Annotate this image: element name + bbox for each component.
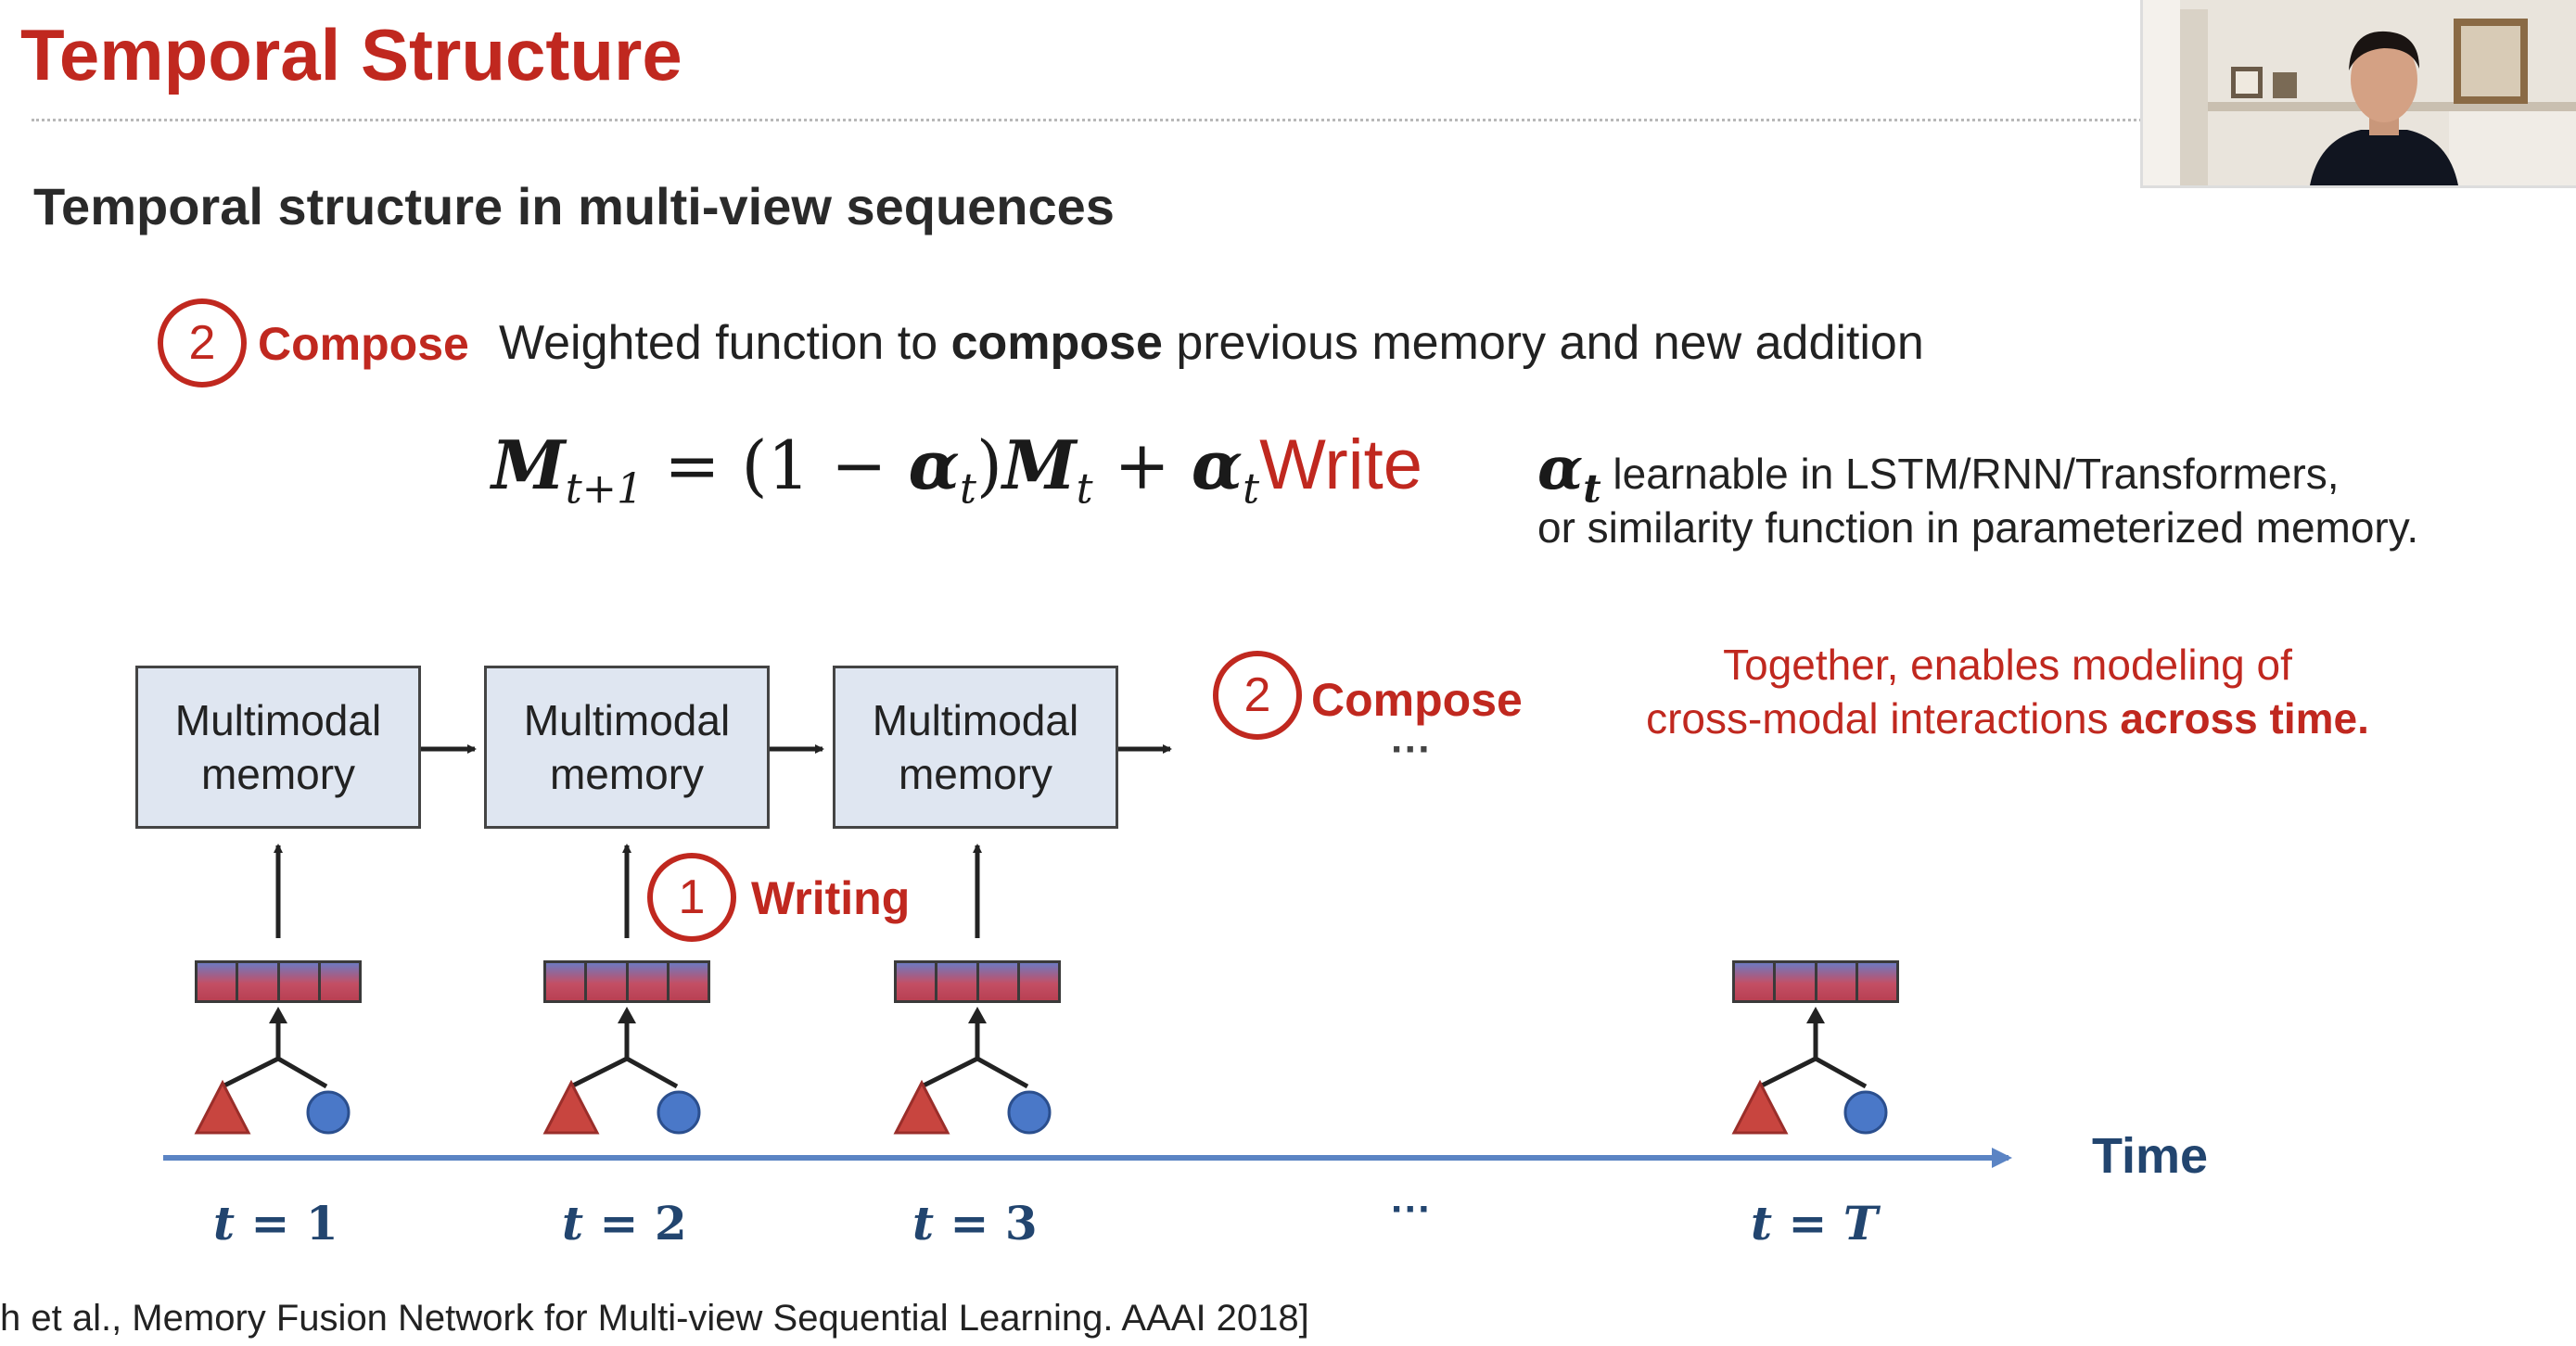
eq-lhs-sub: t+1 [565, 464, 644, 514]
eq-lhs: M [491, 425, 566, 504]
slide-subtitle: Temporal structure in multi-view sequenc… [33, 177, 1115, 235]
diagram-compose-label: Compose [1311, 674, 1523, 726]
timestep-val: T [1843, 1196, 1879, 1251]
eq-equals: = (1 − [643, 426, 909, 504]
memory-box-line2: memory [898, 750, 1053, 798]
compose-description: Weighted function to compose previous me… [499, 315, 1924, 371]
timestep-var: t [562, 1196, 584, 1251]
eq-close: ) [976, 426, 1002, 504]
alpha-note-sub: t [1583, 465, 1601, 512]
together-line2-pre: cross-modal interactions [1646, 694, 2121, 743]
writing-badge: 1 [647, 853, 736, 942]
alpha-note-line1: αt learnable in LSTM/RNN/Transformers, [1537, 434, 2340, 512]
together-note: Together, enables modeling of cross-moda… [1521, 638, 2494, 745]
eq-m-sub: t [1076, 464, 1093, 514]
compose-desc-post: previous memory and new addition [1162, 316, 1924, 370]
feature-vector-T [1732, 960, 1899, 1003]
circle-modality-icons [306, 1090, 1888, 1135]
memory-box-line1: Multimodal [523, 696, 731, 744]
compose-desc-bold: compose [950, 316, 1163, 370]
title-divider [32, 119, 2142, 121]
eq-alpha2-sub: t [1243, 464, 1260, 514]
together-line2-bold: across time. [2120, 694, 2369, 743]
step-badge-compose: 2 [158, 298, 247, 387]
alpha-note-symbol: α [1537, 434, 1584, 503]
eq-write: Write [1259, 425, 1422, 504]
memory-box-line2: memory [200, 750, 356, 798]
citation: h et al., Memory Fusion Network for Mult… [0, 1298, 1309, 1339]
timestep-eq: = [235, 1196, 306, 1251]
presenter-webcam [2140, 0, 2576, 188]
timestep-val: 3 [1004, 1196, 1038, 1251]
memory-update-equation: Mt+1 = (1 − αt)Mt + αtWrite [491, 425, 1422, 514]
timestep-val: 2 [654, 1196, 687, 1251]
feature-vector-1 [195, 960, 362, 1003]
memory-box-line1: Multimodal [174, 696, 382, 744]
triangle-modality-icons [194, 1079, 1789, 1135]
timestep-var: t [213, 1196, 236, 1251]
eq-plus: + [1092, 426, 1192, 504]
feature-vector-2 [543, 960, 710, 1003]
eq-alpha-sub: t [959, 464, 976, 514]
timestep-eq: = [934, 1196, 1005, 1251]
compose-desc-pre: Weighted function to [499, 316, 951, 370]
timestep-var: t [912, 1196, 935, 1251]
diagram-compose-ellipsis: ··· [1391, 727, 1432, 772]
writing-arrows [274, 844, 982, 938]
timestep-label-3: t = 3 [912, 1196, 1038, 1251]
fusion-trees [221, 1018, 1868, 1089]
timestep-label-1: t = 1 [213, 1196, 338, 1251]
timestep-label-2: t = 2 [562, 1196, 687, 1251]
alpha-note-text1: learnable in LSTM/RNN/Transformers, [1600, 450, 2340, 498]
timestep-ellipsis: ··· [1391, 1187, 1432, 1232]
alpha-note-line2: or similarity function in parameterized … [1537, 503, 2419, 552]
feature-vector-3 [894, 960, 1061, 1003]
writing-label: Writing [751, 872, 911, 924]
diagram-compose-badge: 2 [1213, 651, 1302, 740]
memory-box-line2: memory [549, 750, 705, 798]
presenter-video-frame [2143, 0, 2576, 185]
together-line2: cross-modal interactions across time. [1521, 692, 2494, 745]
eq-alpha2: α [1191, 425, 1243, 504]
memory-box-1: Multimodal memory [135, 666, 421, 829]
memory-box-line1: Multimodal [872, 696, 1079, 744]
timestep-val: 1 [305, 1196, 338, 1251]
memory-box-2: Multimodal memory [484, 666, 770, 829]
together-line1: Together, enables modeling of [1723, 641, 2292, 689]
compose-heading: Compose [258, 318, 469, 370]
timestep-eq: = [583, 1196, 655, 1251]
memory-box-3: Multimodal memory [833, 666, 1118, 829]
timestep-var: t [1751, 1196, 1773, 1251]
time-axis-label: Time [2092, 1128, 2209, 1184]
eq-alpha: α [908, 425, 960, 504]
timestep-label-T: t = T [1751, 1196, 1878, 1251]
eq-m: M [1001, 425, 1077, 504]
fusion-tree-arrowheads [269, 1007, 1825, 1023]
timestep-eq: = [1772, 1196, 1843, 1251]
slide-title: Temporal Structure [20, 14, 682, 95]
